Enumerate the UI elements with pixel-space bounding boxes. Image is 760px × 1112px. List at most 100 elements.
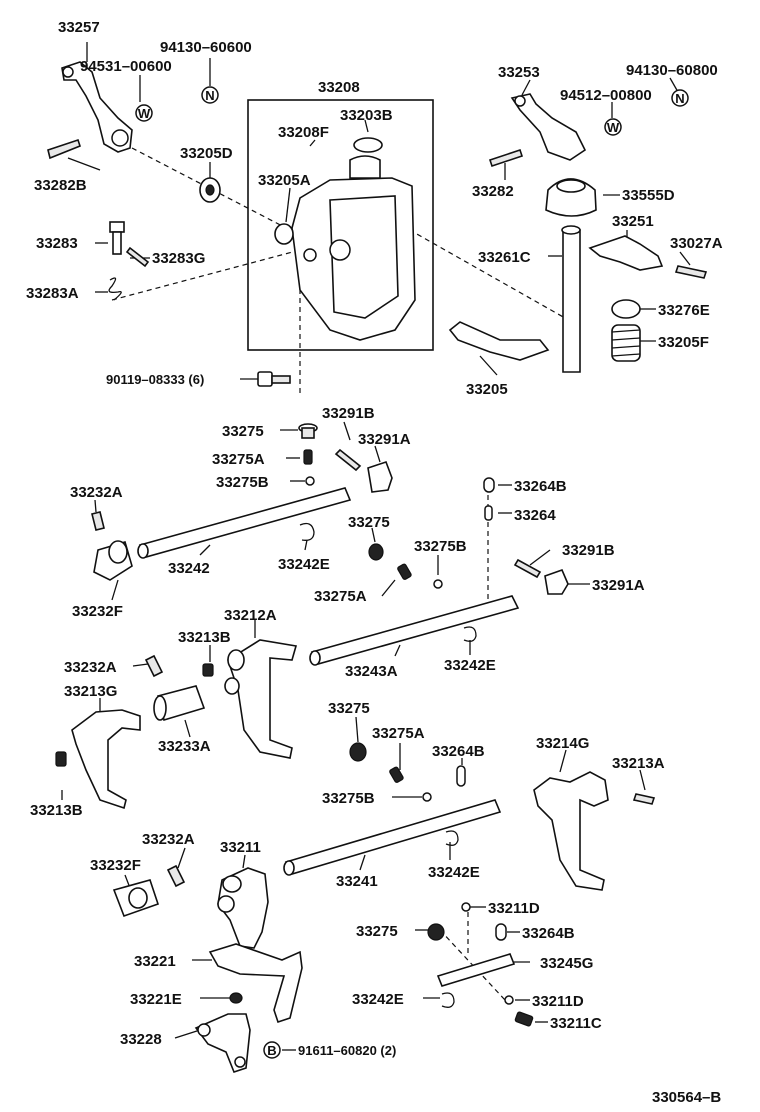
pin-33282b-shape xyxy=(47,138,81,160)
nut-symbol-2 xyxy=(671,89,689,107)
seat-33276e-shape xyxy=(611,299,641,319)
label-33243a: 33243A xyxy=(345,663,398,680)
washer-symbol-1 xyxy=(135,104,153,122)
pin-33291b-1-shape xyxy=(334,448,362,472)
fork-33214g-shape xyxy=(533,771,609,891)
spring-33205f-shape xyxy=(611,324,641,362)
label-33251: 33251 xyxy=(612,213,654,230)
washer-symbol-2 xyxy=(604,118,622,136)
label-33211d-2: 33211D xyxy=(532,993,584,1010)
rail-33241-shape xyxy=(283,799,502,876)
label-94531-00600: 94531–00600 xyxy=(80,58,172,75)
clip-33242e-3-shape xyxy=(445,830,459,846)
label-33264: 33264 xyxy=(514,507,556,524)
label-33232a-1: 33232A xyxy=(70,484,123,501)
label-33276e: 33276E xyxy=(658,302,710,319)
label-33242e-3: 33242E xyxy=(428,864,480,881)
pin-33232a-1-shape xyxy=(91,511,105,531)
part-shapes xyxy=(47,61,708,1073)
block-33232f-1-shape xyxy=(93,540,133,581)
bolt-33213b-2-shape xyxy=(55,751,67,767)
label-33275-1: 33275 xyxy=(222,423,264,440)
rail-33243a-shape xyxy=(309,595,520,666)
label-33291b-1: 33291B xyxy=(322,405,375,422)
bolt-symbol xyxy=(263,1041,281,1059)
block-33291a-2-shape xyxy=(544,568,569,595)
plug-33275-2-shape xyxy=(368,543,384,561)
label-33232a-3: 33232A xyxy=(142,831,195,848)
label-33283: 33283 xyxy=(36,235,78,252)
label-33245g: 33245G xyxy=(540,955,593,972)
label-33027a: 33027A xyxy=(670,235,723,252)
spring-33283a-shape xyxy=(108,277,122,301)
pin-33232a-3-shape xyxy=(166,864,186,888)
label-33253: 33253 xyxy=(498,64,540,81)
label-33282b: 33282B xyxy=(34,177,87,194)
label-33233a: 33233A xyxy=(158,738,211,755)
shift-lever-33253-shape xyxy=(510,93,587,161)
label-33212a: 33212A xyxy=(224,607,277,624)
lever-33228-shape xyxy=(194,1013,251,1073)
ball-33211d-1-shape xyxy=(461,902,471,912)
ball-33211d-2-shape xyxy=(504,995,514,1005)
ball-33275b-3-shape xyxy=(422,792,432,802)
label-33211: 33211 xyxy=(220,839,261,856)
spring-33275a-1-shape xyxy=(303,449,313,465)
label-33203b: 33203B xyxy=(340,107,393,124)
label-33242e-1: 33242E xyxy=(278,556,330,573)
fork-33212a-shape xyxy=(224,639,298,759)
label-33242: 33242 xyxy=(168,560,210,577)
block-33291a-1-shape xyxy=(367,460,393,493)
pin-33282-shape xyxy=(488,148,524,168)
label-33241: 33241 xyxy=(336,873,378,890)
washer-symbol-letter-2: W xyxy=(607,120,620,135)
label-33275-2: 33275 xyxy=(348,514,390,531)
label-33283a: 33283A xyxy=(26,285,79,302)
label-94130-60800: 94130–60800 xyxy=(626,62,718,79)
label-33214g: 33214G xyxy=(536,735,589,752)
label-33275a-1: 33275A xyxy=(212,451,265,468)
leader-lines xyxy=(61,42,691,1051)
plug-33275-3-shape xyxy=(349,742,367,762)
rail-33245g-shape xyxy=(436,953,516,987)
label-33232f-1: 33232F xyxy=(72,603,123,620)
label-33275b-2: 33275B xyxy=(414,538,467,555)
shaft-33261c-shape xyxy=(562,229,581,373)
plug-33275-4-shape xyxy=(427,923,445,941)
nut-symbol-letter-2: N xyxy=(675,91,684,106)
nut-symbol-1 xyxy=(201,86,219,104)
label-33283g: 33283G xyxy=(152,250,205,267)
shift-lever-33257-shape xyxy=(61,61,133,153)
label-33242e-2: 33242E xyxy=(444,657,496,674)
label-33232a-2: 33232A xyxy=(64,659,117,676)
label-33291b-2: 33291B xyxy=(562,542,615,559)
label-33282: 33282 xyxy=(472,183,514,200)
clip-33242e-1-shape xyxy=(299,522,315,541)
head-33211-shape xyxy=(217,867,269,949)
bolt-33283-shape xyxy=(109,221,125,255)
label-33257: 33257 xyxy=(58,19,100,36)
pin-33291b-2-shape xyxy=(513,558,542,579)
clip-33242e-4-shape xyxy=(441,992,455,1008)
label-33275a-3: 33275A xyxy=(372,725,425,742)
label-33242e-4: 33242E xyxy=(352,991,404,1008)
label-33208: 33208 xyxy=(318,79,360,96)
label-33555d: 33555D xyxy=(622,187,675,204)
drawing-number: 330564–B xyxy=(652,1089,721,1106)
part-33233a-shape xyxy=(153,685,206,722)
label-33221: 33221 xyxy=(134,953,176,970)
label-94512-00800: 94512–00800 xyxy=(560,87,652,104)
ring-33264b-2-shape xyxy=(456,765,466,787)
housing-33208-shape xyxy=(291,137,416,341)
bolt-90119-shape xyxy=(257,371,291,387)
spring-33275a-3-shape xyxy=(389,766,404,783)
label-33275b-3: 33275B xyxy=(322,790,375,807)
ring-33264-shape xyxy=(484,505,493,521)
label-33213b-1: 33213B xyxy=(178,629,231,646)
rail-33242-shape xyxy=(137,487,352,559)
pin-33027a-shape xyxy=(674,265,708,279)
seal-33205a-shape xyxy=(274,223,294,245)
ball-33275b-2-shape xyxy=(433,579,443,589)
label-33275a-2: 33275A xyxy=(314,588,367,605)
ring-33264b-3-shape xyxy=(495,923,507,941)
